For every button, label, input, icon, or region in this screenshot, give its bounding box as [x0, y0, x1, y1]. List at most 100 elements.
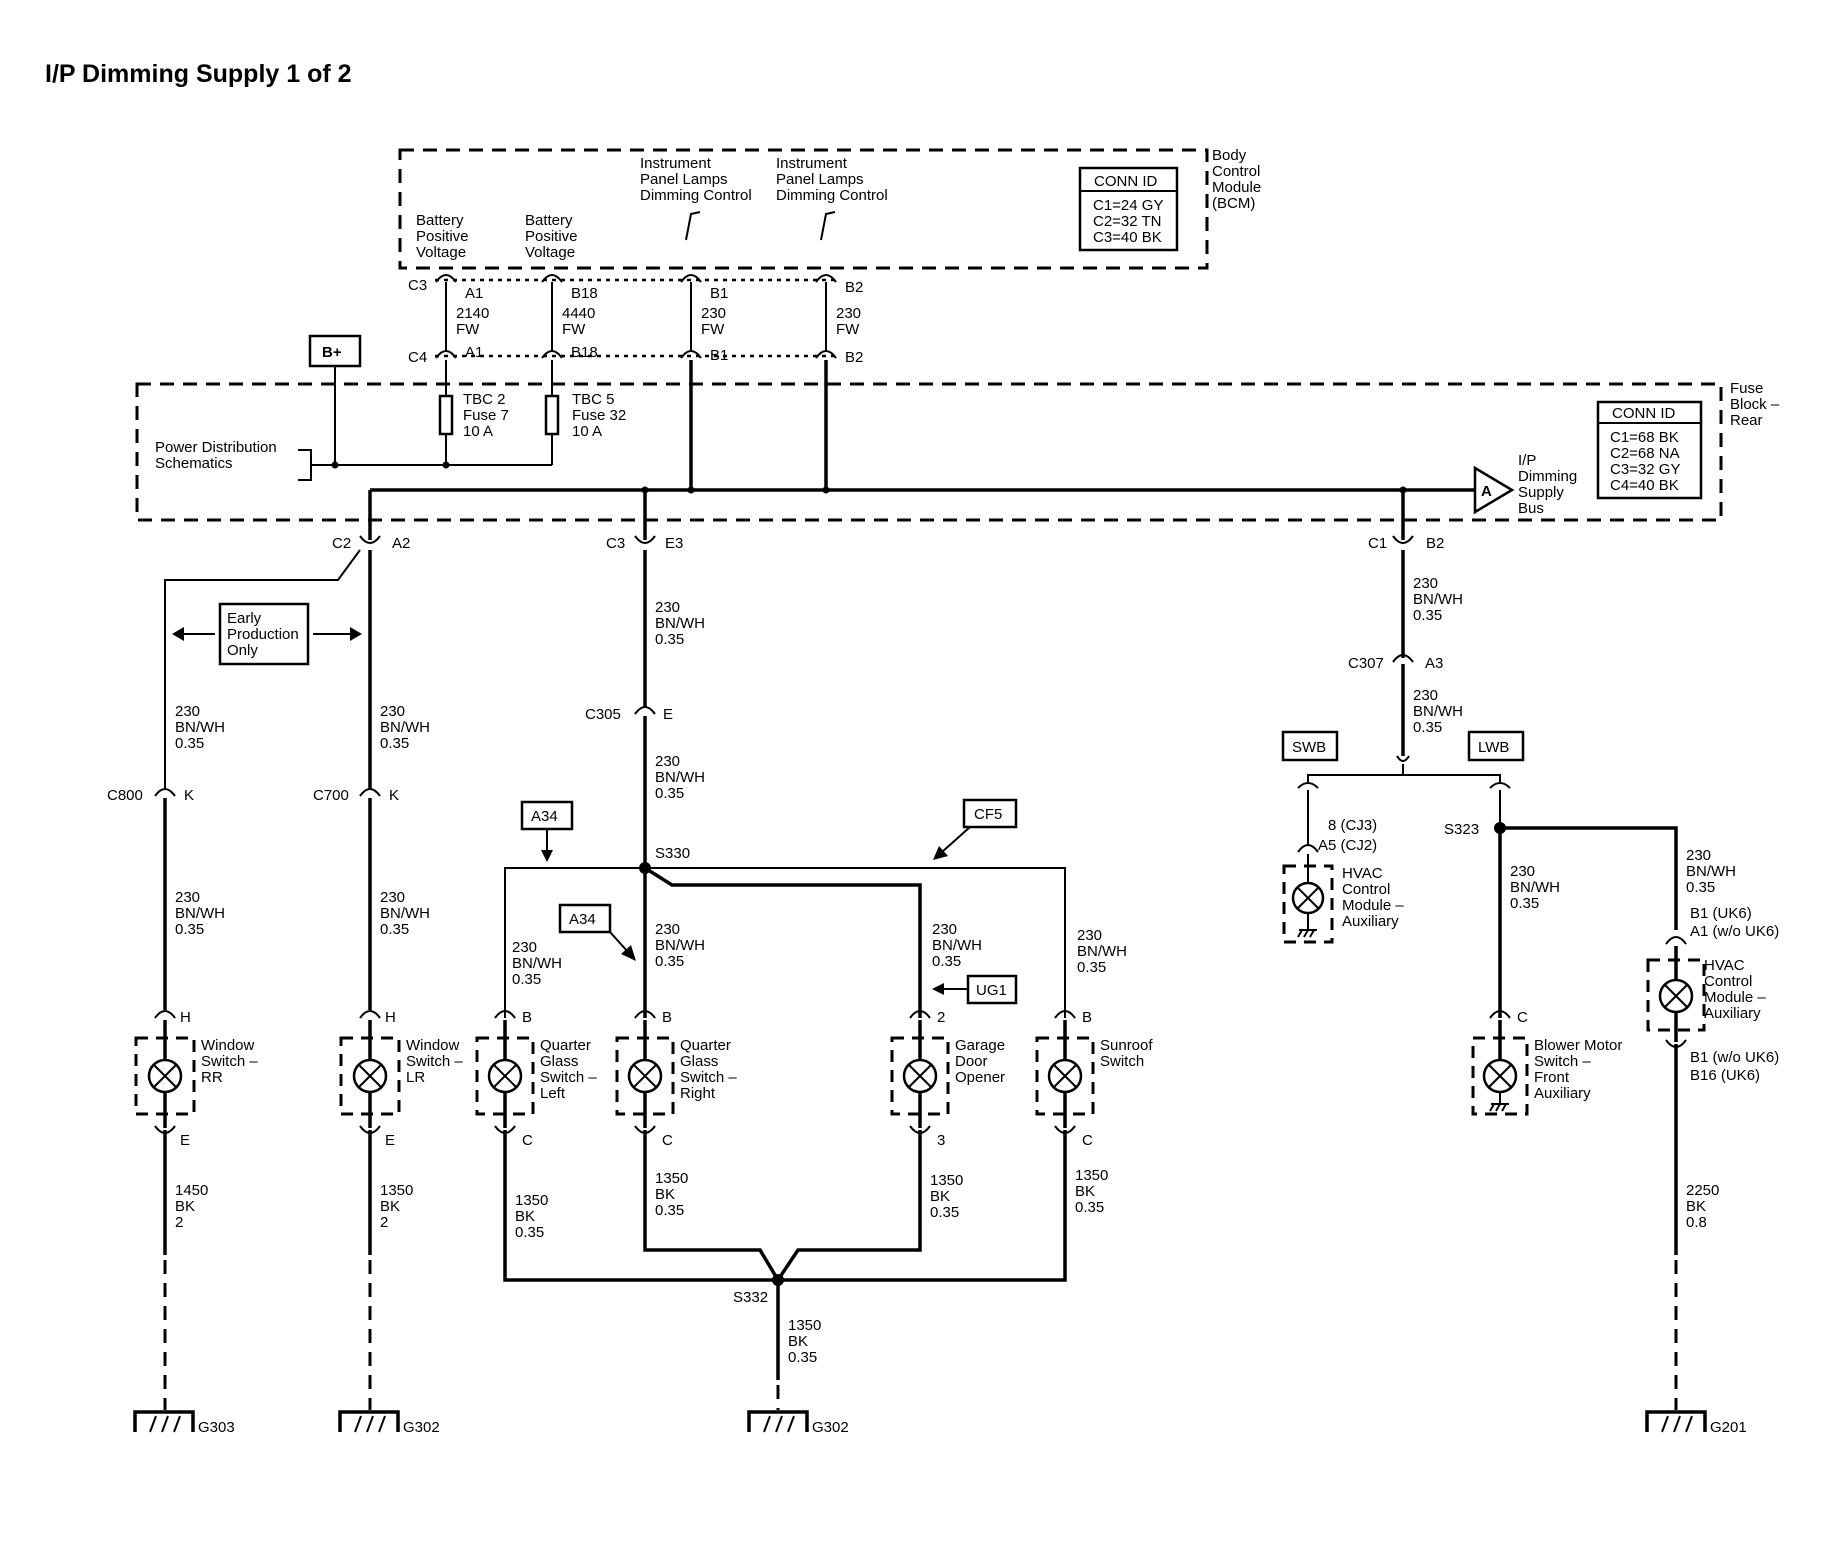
svg-text:FW: FW	[562, 321, 586, 338]
left-ground-wires	[163, 1130, 372, 1410]
svg-text:4440: 4440	[562, 305, 595, 322]
dimming-switch-symbol-2	[820, 211, 836, 241]
sunroof-switch: B C Sunroof Switch	[1035, 1009, 1153, 1149]
svg-text:0.35: 0.35	[655, 1202, 684, 1219]
svg-text:C305: C305	[585, 706, 621, 723]
svg-text:Power Distribution: Power Distribution	[155, 439, 277, 456]
svg-text:BK: BK	[380, 1198, 400, 1215]
svg-text:Rear: Rear	[1730, 412, 1763, 429]
splice-s332: S332	[733, 1289, 768, 1306]
svg-text:TBC 5: TBC 5	[572, 391, 615, 408]
svg-text:1450: 1450	[175, 1182, 208, 1199]
svg-text:Dimming Control: Dimming Control	[776, 187, 888, 204]
svg-text:C: C	[662, 1132, 673, 1149]
svg-text:S323: S323	[1444, 821, 1479, 838]
svg-text:230: 230	[512, 939, 537, 956]
svg-text:TBC 2: TBC 2	[463, 391, 506, 408]
svg-text:G201: G201	[1710, 1419, 1747, 1436]
svg-text:0.35: 0.35	[1686, 879, 1715, 896]
wire-label-right-mid: 230 BN/WH 0.35	[1413, 687, 1463, 736]
svg-text:BN/WH: BN/WH	[1413, 703, 1463, 720]
svg-text:Dimming Control: Dimming Control	[640, 187, 752, 204]
quarter-glass-switch-left: B C Quarter Glass Switch – Left	[475, 1009, 597, 1149]
svg-text:BN/WH: BN/WH	[1686, 863, 1736, 880]
wire-label-lr-up: 230 BN/WH 0.35	[380, 703, 430, 752]
svg-text:Block –: Block –	[1730, 396, 1780, 413]
svg-text:230: 230	[1413, 575, 1438, 592]
wire-label-hvac2: 230 BN/WH 0.35	[1686, 847, 1736, 896]
ground-g201: G201	[1645, 1410, 1747, 1436]
middle-ground-wires	[503, 1130, 1067, 1410]
svg-text:Fuse: Fuse	[1730, 380, 1763, 397]
svg-text:1350: 1350	[788, 1317, 821, 1334]
wire-label-rr-up: 230 BN/WH 0.35	[175, 703, 225, 752]
svg-text:0.35: 0.35	[1077, 959, 1106, 976]
wire-label-qgl: 230 BN/WH 0.35	[512, 939, 562, 988]
svg-text:2: 2	[175, 1214, 183, 1231]
svg-text:Control: Control	[1704, 973, 1752, 990]
svg-text:Supply: Supply	[1518, 484, 1564, 501]
svg-text:Glass: Glass	[540, 1053, 578, 1070]
svg-text:1350: 1350	[930, 1172, 963, 1189]
svg-text:UG1: UG1	[976, 982, 1007, 999]
tag-ug1: UG1	[932, 974, 1018, 1005]
svg-text:A1: A1	[465, 285, 483, 302]
svg-text:FW: FW	[836, 321, 860, 338]
svg-text:230: 230	[380, 889, 405, 906]
svg-text:Voltage: Voltage	[416, 244, 466, 261]
svg-text:Bus: Bus	[1518, 500, 1544, 517]
svg-text:B+: B+	[322, 344, 342, 361]
wire-label-gdo: 230 BN/WH 0.35	[932, 921, 982, 970]
svg-text:BN/WH: BN/WH	[655, 615, 705, 632]
svg-text:RR: RR	[201, 1069, 223, 1086]
svg-text:Right: Right	[680, 1085, 716, 1102]
splice-s323: S323	[1444, 790, 1678, 1018]
svg-text:10 A: 10 A	[463, 423, 493, 440]
svg-text:C700: C700	[313, 787, 349, 804]
svg-text:230: 230	[836, 305, 861, 322]
svg-text:BK: BK	[930, 1188, 950, 1205]
blower-motor-switch-front-auxiliary: C Blower Motor Switch – Front Auxiliary	[1471, 1009, 1622, 1116]
svg-text:Panel Lamps: Panel Lamps	[640, 171, 728, 188]
bcm-wires	[435, 274, 840, 359]
svg-text:C: C	[1082, 1132, 1093, 1149]
svg-text:Sunroof: Sunroof	[1100, 1037, 1153, 1054]
fuse-block-conn-id-table: CONN ID C1=68 BK C2=68 NA C3=32 GY C4=40…	[1596, 400, 1703, 500]
svg-text:A3: A3	[1425, 655, 1443, 672]
svg-text:BN/WH: BN/WH	[655, 937, 705, 954]
svg-text:BN/WH: BN/WH	[512, 955, 562, 972]
svg-text:C4=40 BK: C4=40 BK	[1610, 477, 1679, 494]
svg-text:Switch –: Switch –	[201, 1053, 258, 1070]
svg-text:FW: FW	[701, 321, 725, 338]
wire-label-sun: 230 BN/WH 0.35	[1077, 927, 1127, 976]
svg-text:Window: Window	[406, 1037, 460, 1054]
svg-text:BN/WH: BN/WH	[655, 769, 705, 786]
tag-cf5: CF5	[933, 798, 1018, 860]
svg-text:C2=68 NA: C2=68 NA	[1610, 445, 1680, 462]
svg-text:H: H	[180, 1009, 191, 1026]
wire-label-right-up: 230 BN/WH 0.35	[1413, 575, 1463, 624]
svg-text:C1=68 BK: C1=68 BK	[1610, 429, 1679, 446]
quarter-glass-switch-right: B C Quarter Glass Switch – Right	[615, 1009, 737, 1149]
svg-text:Battery: Battery	[416, 212, 464, 229]
svg-text:A: A	[1481, 483, 1492, 500]
svg-text:BK: BK	[1686, 1198, 1706, 1215]
svg-text:2: 2	[937, 1009, 945, 1026]
wire-label-blower: 230 BN/WH 0.35	[1510, 863, 1560, 912]
fuse-32: TBC 5 Fuse 32 10 A	[544, 360, 626, 465]
svg-text:CF5: CF5	[974, 806, 1002, 823]
wire-label-lr-mid: 230 BN/WH 0.35	[380, 889, 430, 938]
svg-text:Early: Early	[227, 610, 262, 627]
svg-text:A1: A1	[465, 344, 483, 361]
fuse-block-label: Fuse Block – Rear	[1730, 380, 1780, 429]
hvac-control-module-auxiliary-1: 8 (CJ3) A5 (CJ2) HVAC Control Module – A…	[1282, 790, 1404, 944]
svg-text:Positive: Positive	[416, 228, 469, 245]
early-production-only-note: Early Production Only	[218, 602, 310, 666]
svg-text:230: 230	[701, 305, 726, 322]
svg-text:0.35: 0.35	[1075, 1199, 1104, 1216]
svg-text:230: 230	[655, 753, 680, 770]
svg-text:A5 (CJ2): A5 (CJ2)	[1318, 837, 1377, 854]
svg-text:Only: Only	[227, 642, 258, 659]
svg-text:Switch –: Switch –	[406, 1053, 463, 1070]
svg-text:Instrument: Instrument	[640, 155, 712, 172]
